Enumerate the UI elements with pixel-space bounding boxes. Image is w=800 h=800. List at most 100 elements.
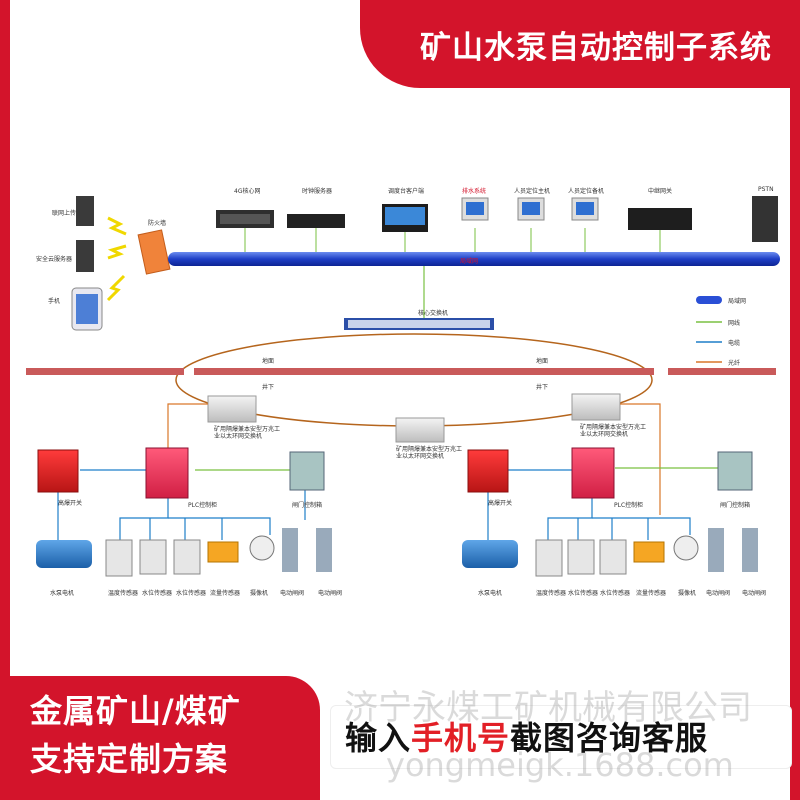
banner-right-post: 截图咨询客服 xyxy=(510,719,709,757)
label-ring-switch-middle: 矿用隔爆兼本安型万兆工业以太环网交换机 xyxy=(396,446,463,460)
page-title: 矿山水泵自动控制子系统 xyxy=(420,30,772,66)
unit-left-links xyxy=(57,403,306,540)
label-hv-switch-left: 高爆开关 xyxy=(58,500,83,507)
unit-left xyxy=(36,447,332,577)
label-pstn: PSTN xyxy=(758,186,774,193)
banner-left-line1: 金属矿山/煤矿 xyxy=(30,692,241,730)
water-level-sensor-icon xyxy=(599,539,627,575)
lan-bus xyxy=(168,252,780,266)
label-underground-left: 井下 xyxy=(262,384,275,391)
legend-lan-swatch xyxy=(696,296,722,304)
plc-cabinet-icon xyxy=(571,447,615,499)
camera-icon xyxy=(673,535,699,561)
label-bus: 局域网 xyxy=(460,258,479,265)
label-ground-left: 地面 xyxy=(262,358,275,365)
plc-cabinet-icon xyxy=(145,447,189,499)
watermark-company: 济宁永煤工矿机械有限公司 xyxy=(344,688,752,728)
water-level-sensor-icon xyxy=(139,539,167,575)
legend-label-fiber: 光纤 xyxy=(728,360,741,367)
ground-bar-middle xyxy=(194,368,654,375)
label-level-sensor-left-1: 水位传感器 xyxy=(142,590,173,597)
label-plc-left: PLC控制柜 xyxy=(188,502,218,509)
ring-switch-middle-icon xyxy=(395,417,445,443)
label-ground-right: 地面 xyxy=(536,358,549,365)
pump-motor-icon xyxy=(462,540,518,568)
label-clock-server: 时钟服务器 xyxy=(302,188,333,195)
label-valve-box-right: 闸门控制箱 xyxy=(720,502,751,509)
water-level-sensor-icon xyxy=(567,539,595,575)
electric-valve-icon xyxy=(316,528,332,572)
banner-right-pre: 输入 xyxy=(345,719,412,757)
temperature-sensor-icon xyxy=(535,539,563,577)
label-dispatch-client: 调度台客户端 xyxy=(388,188,425,195)
electric-valve-icon xyxy=(282,528,298,572)
label-flow-sensor-left: 流量传感器 xyxy=(210,590,241,597)
legend-label-cable: 网线 xyxy=(728,320,741,327)
electric-valve-icon xyxy=(708,528,724,572)
label-camera-right: 摄像机 xyxy=(678,590,697,597)
camera-icon xyxy=(249,535,275,561)
clock-server-icon xyxy=(287,214,345,228)
watermark-url: yongmeigk.1688.com xyxy=(386,746,734,784)
label-firewall: 防火墙 xyxy=(148,220,167,227)
label-valve-left-2: 电动闸阀 xyxy=(318,590,343,597)
firewall-icon xyxy=(137,229,171,275)
bottom-left-banner xyxy=(0,676,320,800)
ground-bar-left xyxy=(26,368,184,375)
label-personnel-backup: 人员定位备机 xyxy=(568,188,605,195)
label-cloud-server: 安全云服务器 xyxy=(36,256,73,263)
banner-right-highlight: 手机号 xyxy=(411,719,511,757)
top-devices xyxy=(216,196,778,252)
label-level-sensor-left-2: 水位传感器 xyxy=(176,590,207,597)
unit-right xyxy=(462,447,758,577)
flow-sensor-icon xyxy=(633,541,665,563)
ring-switch-right-icon xyxy=(571,393,621,421)
label-pump-motor-left: 水泵电机 xyxy=(50,590,75,597)
label-drainage-system: 排水系统 xyxy=(462,188,487,195)
label-4g-core: 4G核心网 xyxy=(234,188,261,195)
system-diagram xyxy=(26,196,780,577)
high-voltage-switch-icon xyxy=(37,449,79,493)
label-valve-box-left: 闸门控制箱 xyxy=(292,502,323,509)
label-personnel-host: 人员定位主机 xyxy=(514,188,551,195)
label-phone: 手机 xyxy=(48,298,61,305)
label-valve-right-2: 电动闸阀 xyxy=(742,590,767,597)
pstn-icon xyxy=(752,196,778,242)
banner-left-line2: 支持定制方案 xyxy=(30,740,229,778)
relay-gateway-icon xyxy=(628,208,692,230)
label-underground-right: 井下 xyxy=(536,384,549,391)
legend xyxy=(696,296,722,363)
high-voltage-switch-icon xyxy=(467,449,509,493)
flow-sensor-icon xyxy=(207,541,239,563)
valve-control-box-icon xyxy=(717,451,753,491)
label-plc-right: PLC控制柜 xyxy=(614,502,644,509)
label-level-sensor-right-2: 水位传感器 xyxy=(600,590,631,597)
label-flow-sensor-right: 流量传感器 xyxy=(636,590,667,597)
unit-right-links xyxy=(487,403,735,540)
valve-control-box-icon xyxy=(289,451,325,491)
bottom-right-panel xyxy=(330,705,792,769)
label-camera-left: 摄像机 xyxy=(250,590,269,597)
upload-server-icon xyxy=(76,196,94,226)
pump-motor-icon xyxy=(36,540,92,568)
label-relay-gateway: 中继网关 xyxy=(648,188,673,195)
label-level-sensor-right-1: 水位传感器 xyxy=(568,590,599,597)
label-upload: 联网上传 xyxy=(52,210,77,217)
label-temp-sensor-left: 温度传感器 xyxy=(108,590,139,597)
ground-bar-right xyxy=(668,368,776,375)
electric-valve-icon xyxy=(742,528,758,572)
banner-right-text: 输入手机号截图咨询客服 xyxy=(345,713,708,759)
label-ring-switch-left: 矿用隔爆兼本安型万兆工业以太环网交换机 xyxy=(214,426,281,440)
cloud-server-icon xyxy=(76,240,94,272)
label-ring-switch-right: 矿用隔爆兼本安型万兆工业以太环网交换机 xyxy=(580,424,647,438)
label-valve-right-1: 电动闸阀 xyxy=(706,590,731,597)
left-devices xyxy=(71,196,171,331)
ring-switch-left-icon xyxy=(207,395,257,423)
label-hv-switch-right: 高爆开关 xyxy=(488,500,513,507)
temperature-sensor-icon xyxy=(105,539,133,577)
header-band xyxy=(360,0,800,88)
label-pump-motor-right: 水泵电机 xyxy=(478,590,503,597)
label-temp-sensor-right: 温度传感器 xyxy=(536,590,567,597)
label-core-switch: 核心交换机 xyxy=(418,310,449,317)
legend-label-wire: 电缆 xyxy=(728,340,741,347)
